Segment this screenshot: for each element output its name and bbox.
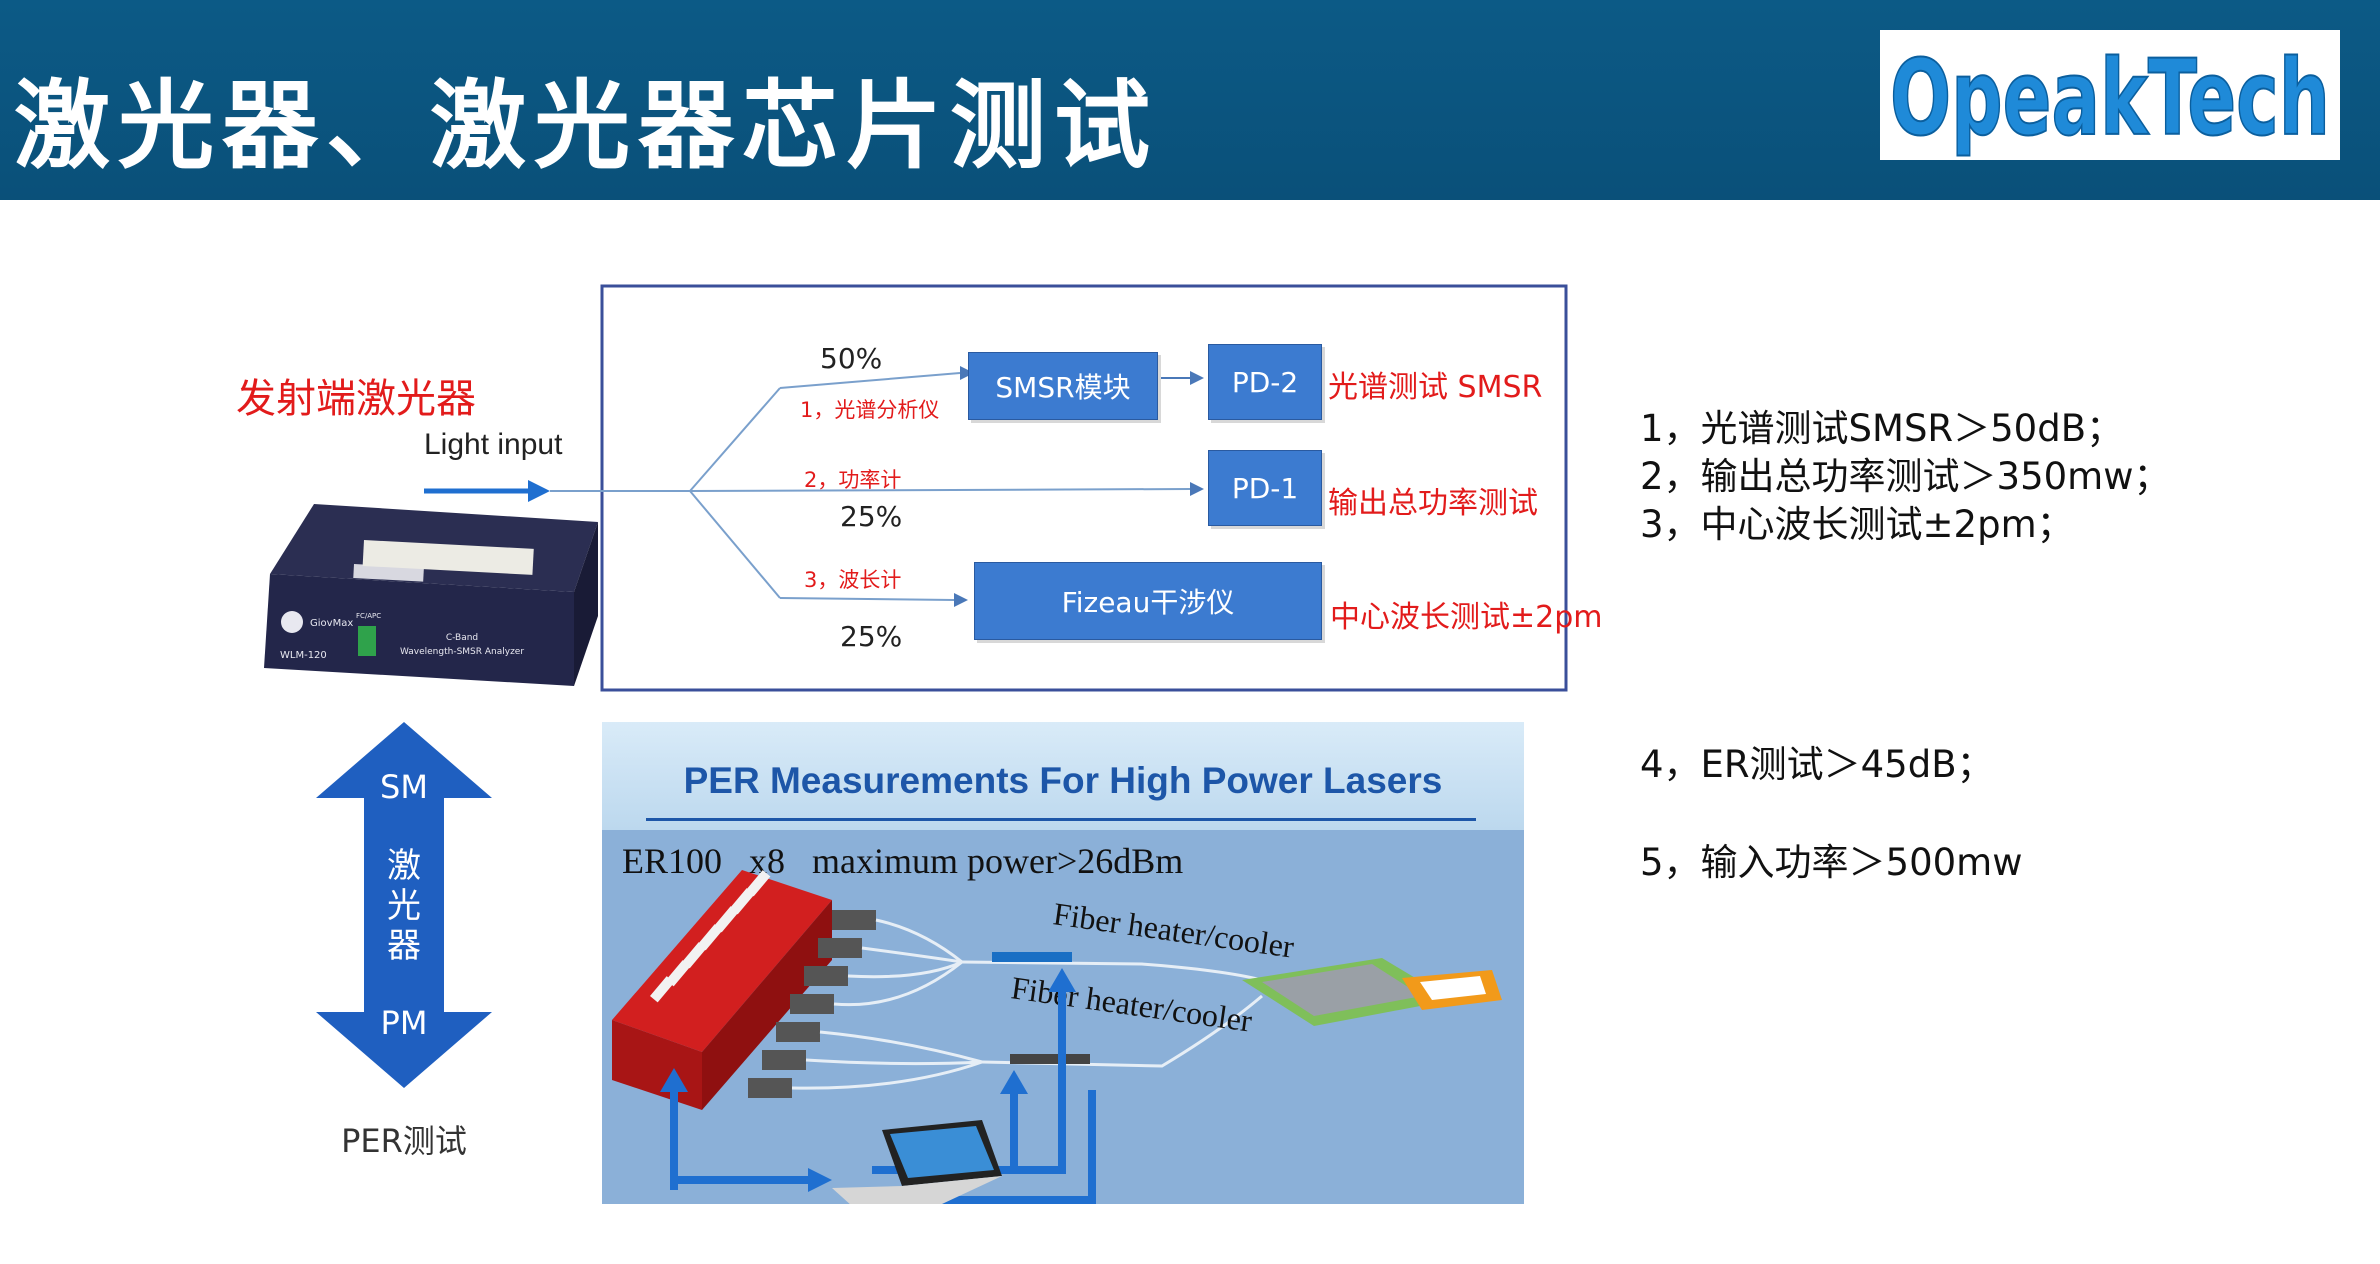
arrow-middle-text: 激 光 器 xyxy=(314,846,494,966)
branch-1-label: 1，光谱分析仪 xyxy=(800,394,939,424)
per-title-underline xyxy=(646,818,1476,821)
upper-heater-segment xyxy=(992,952,1072,962)
device-brand: GiovMax xyxy=(310,618,353,629)
per-measurement-panel: PER Measurements For High Power Lasers E… xyxy=(602,722,1524,1204)
fizeau-interferometer-box: Fizeau干涉仪 xyxy=(974,562,1322,640)
pd1-box: PD-1 xyxy=(1208,450,1322,526)
requirement-1: 1，光谱测试SMSR＞50dB； xyxy=(1640,398,2123,452)
laptop-icon xyxy=(832,1120,1002,1204)
device-name: Wavelength-SMSR Analyzer xyxy=(400,647,524,657)
device-model: WLM-120 xyxy=(280,650,327,661)
requirement-5: 5，输入功率＞500mw xyxy=(1640,832,2022,886)
requirement-2: 2，输出总功率测试＞350mw； xyxy=(1640,446,2170,500)
light-input-label: Light input xyxy=(424,428,562,462)
output-power-label: 输出总功率测试 xyxy=(1328,478,1538,522)
split-bot-percent: 25% xyxy=(840,620,902,653)
pd2-box: PD-2 xyxy=(1208,344,1322,420)
branch-2-label: 2，功率计 xyxy=(804,464,901,494)
per-test-caption: PER测试 xyxy=(314,1116,494,1162)
arrow-char-1: 激 xyxy=(314,846,494,886)
pm-label: PM xyxy=(314,1004,494,1042)
heater-lower-label: Fiber heater/cooler xyxy=(1009,969,1255,1038)
sm-label: SM xyxy=(314,768,494,806)
lower-heater-segment xyxy=(1010,1054,1090,1064)
per-title: PER Measurements For High Power Lasers xyxy=(602,760,1524,802)
device-connector: FC/APC xyxy=(356,612,381,620)
arrow-char-2: 光 xyxy=(314,886,494,926)
laser-label: 发射端激光器 xyxy=(236,366,476,424)
requirement-3: 3，中心波长测试±2pm； xyxy=(1640,494,2074,548)
heater-upper-label: Fiber heater/cooler xyxy=(1051,895,1297,964)
arrow-char-3: 器 xyxy=(314,926,494,966)
branch-3-label: 3，波长计 xyxy=(804,564,901,594)
smsr-module-box: SMSR模块 xyxy=(968,352,1158,420)
header-bar: 激光器、激光器芯片测试 OpeakTech xyxy=(0,0,2380,200)
opeaktech-logo: OpeakTech xyxy=(1880,30,2340,160)
output-wavelength-label: 中心波长测试±2pm xyxy=(1330,592,1603,636)
output-smsr-label: 光谱测试 SMSR xyxy=(1328,362,1542,406)
light-input-arrow xyxy=(424,476,554,506)
logo-text: OpeakTech xyxy=(1890,37,2330,159)
split-top-percent: 50% xyxy=(820,342,882,375)
per-setup-illustration: Fiber heater/cooler Fiber heater/cooler xyxy=(602,830,1524,1204)
requirement-4: 4，ER测试＞45dB； xyxy=(1640,734,1994,788)
wavelength-analyzer-device: GiovMax WLM-120 FC/APC C-Band Wavelength… xyxy=(254,496,598,692)
split-mid-percent: 25% xyxy=(840,500,902,533)
device-band: C-Band xyxy=(446,633,478,643)
page-title: 激光器、激光器芯片测试 xyxy=(14,48,1158,187)
